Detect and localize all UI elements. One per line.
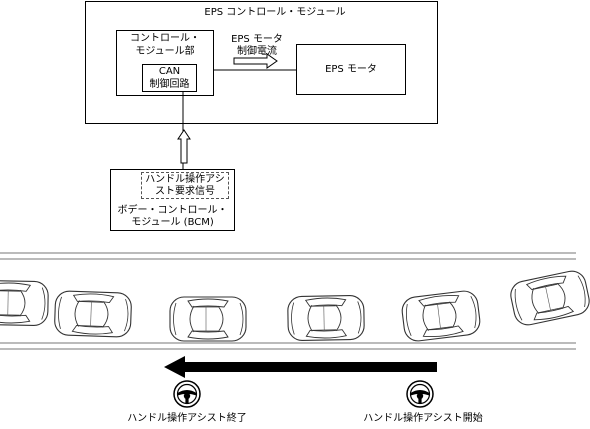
car-icon [507, 268, 590, 328]
assist-start-label: ハンドル操作アシスト開始 [363, 413, 483, 424]
car-icon [53, 290, 133, 338]
eps-motor-label: EPS モータ [325, 64, 377, 75]
control-current-label-2: 制御電流 [237, 46, 277, 57]
car-icon [400, 288, 482, 344]
car-icon [169, 296, 247, 342]
can-circuit-box [142, 64, 197, 92]
steering-wheel-icon [173, 380, 201, 408]
control-current-arrow-icon [233, 53, 278, 69]
control-current-label-1: EPS モータ [231, 34, 283, 45]
assist-request-signal-label-1: ハンドル操作アシ [145, 174, 225, 185]
bcm-name-label-1: ボデー・コントロール・ [117, 205, 228, 216]
can-circuit-label-2: 制御回路 [149, 79, 190, 90]
car-icon [287, 294, 365, 342]
signal-up-arrow-icon [177, 129, 191, 164]
eps-control-module-title: EPS コントロール・モジュール [204, 7, 346, 18]
assist-end-label: ハンドル操作アシスト終了 [127, 413, 247, 424]
car-icon [0, 279, 49, 327]
can-circuit-label-1: CAN [158, 66, 181, 77]
assist-request-signal-box [141, 172, 229, 199]
bcm-name-label-2: モジュール (BCM) [131, 217, 214, 228]
assist-direction-arrow-icon [164, 356, 437, 378]
steering-wheel-icon [406, 380, 434, 408]
control-unit-label-1: コントロール・ [130, 33, 200, 44]
eps-motor-box [296, 44, 406, 95]
control-unit-label-2: モジュール部 [135, 46, 195, 57]
assist-request-signal-label-2: スト要求信号 [155, 186, 215, 197]
